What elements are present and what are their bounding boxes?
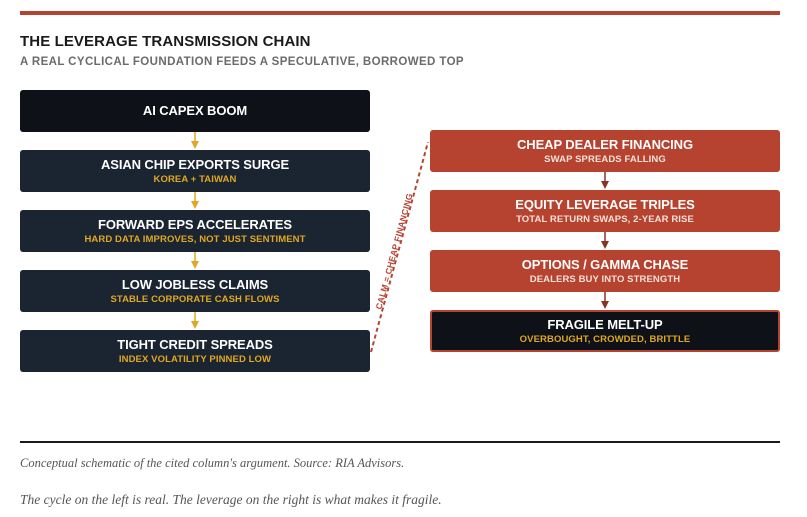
left-box-label: ASIAN CHIP EXPORTS SURGE bbox=[100, 156, 290, 172]
right-box-label: OPTIONS / GAMMA CHASE bbox=[521, 256, 689, 272]
right-box-sublabel: DEALERS BUY INTO STRENGTH bbox=[529, 273, 681, 285]
right-box-sublabel: OVERBOUGHT, CROWDED, BRITTLE bbox=[519, 333, 691, 345]
top-accent-rule bbox=[20, 11, 780, 15]
bridge-dashed-line bbox=[370, 141, 429, 353]
left-box-sublabel: HARD DATA IMPROVES, NOT JUST SENTIMENT bbox=[84, 233, 306, 245]
right-box-sublabel: SWAP SPREADS FALLING bbox=[544, 153, 666, 165]
left-box-label: LOW JOBLESS CLAIMS bbox=[121, 276, 269, 292]
left-box-sublabel: STABLE CORPORATE CASH FLOWS bbox=[110, 293, 280, 305]
bridge-label: CALM = CHEAP FINANCING bbox=[374, 192, 415, 311]
bottom-rule bbox=[20, 441, 780, 443]
left-box-ai-capex: AI CAPEX BOOM bbox=[20, 90, 370, 132]
left-box-forward-eps: FORWARD EPS ACCELERATES HARD DATA IMPROV… bbox=[20, 210, 370, 252]
right-box-sublabel: TOTAL RETURN SWAPS, 2-YEAR RISE bbox=[516, 213, 694, 225]
left-box-sublabel: INDEX VOLATILITY PINNED LOW bbox=[118, 353, 272, 365]
diagram-title: THE LEVERAGE TRANSMISSION CHAIN bbox=[20, 33, 311, 50]
right-box-label: CHEAP DEALER FINANCING bbox=[517, 136, 693, 152]
right-box-equity-leverage: EQUITY LEVERAGE TRIPLES TOTAL RETURN SWA… bbox=[430, 190, 780, 232]
right-box-dealer-financing: CHEAP DEALER FINANCING SWAP SPREADS FALL… bbox=[430, 130, 780, 172]
left-box-label: TIGHT CREDIT SPREADS bbox=[117, 336, 273, 352]
right-box-label: FRAGILE MELT-UP bbox=[547, 316, 663, 332]
summary-note: The cycle on the left is real. The lever… bbox=[20, 492, 442, 507]
left-box-label: FORWARD EPS ACCELERATES bbox=[98, 216, 292, 232]
right-box-label: EQUITY LEVERAGE TRIPLES bbox=[515, 196, 695, 212]
left-box-jobless-claims: LOW JOBLESS CLAIMS STABLE CORPORATE CASH… bbox=[20, 270, 370, 312]
diagram-subtitle: A REAL CYCLICAL FOUNDATION FEEDS A SPECU… bbox=[20, 56, 464, 68]
left-box-sublabel: KOREA + TAIWAN bbox=[153, 173, 237, 185]
right-box-gamma-chase: OPTIONS / GAMMA CHASE DEALERS BUY INTO S… bbox=[430, 250, 780, 292]
left-box-chip-exports: ASIAN CHIP EXPORTS SURGE KOREA + TAIWAN bbox=[20, 150, 370, 192]
left-box-credit-spreads: TIGHT CREDIT SPREADS INDEX VOLATILITY PI… bbox=[20, 330, 370, 372]
right-box-fragile-melt-up: FRAGILE MELT-UP OVERBOUGHT, CROWDED, BRI… bbox=[430, 310, 780, 352]
left-box-label: AI CAPEX BOOM bbox=[142, 103, 248, 118]
source-caption: Conceptual schematic of the cited column… bbox=[20, 456, 405, 470]
